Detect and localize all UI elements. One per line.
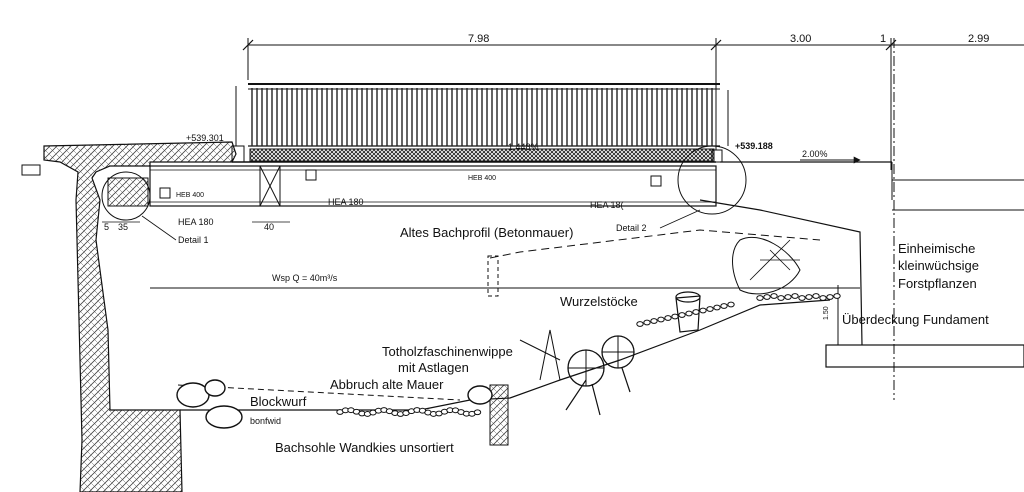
dimension-7-98: 7.98 bbox=[468, 33, 489, 45]
pebble bbox=[692, 309, 700, 315]
pebble bbox=[699, 307, 707, 314]
heb-left-label: HEB 400 bbox=[176, 192, 204, 199]
pebble bbox=[657, 316, 665, 323]
plants-label-1: Einheimische bbox=[898, 241, 975, 256]
heb-center-label: HEB 400 bbox=[468, 175, 496, 182]
deadwood-label-2: mit Astlagen bbox=[398, 360, 469, 375]
dim-40-label: 40 bbox=[264, 222, 274, 232]
pebble bbox=[664, 315, 672, 321]
pebble bbox=[770, 293, 778, 299]
bridge-railing bbox=[235, 83, 729, 147]
foundation-cover-label: Überdeckung Fundament bbox=[842, 312, 989, 327]
left-abutment bbox=[21, 141, 245, 492]
pebble bbox=[713, 304, 721, 311]
pebble bbox=[791, 293, 799, 299]
hea-mid-label: HEA 180 bbox=[328, 197, 364, 207]
old-stream-profile bbox=[177, 229, 821, 446]
pebble bbox=[727, 301, 735, 308]
bridge-deck bbox=[149, 148, 893, 207]
root-stocks bbox=[519, 236, 801, 416]
pebble bbox=[678, 312, 686, 318]
dim-35-label: 35 bbox=[118, 222, 128, 232]
labels: +539.301 +539.188 1.448% 2.00% HEB 400 H… bbox=[102, 133, 989, 455]
pebble bbox=[636, 321, 644, 327]
root-stocks-label: Wurzelstöcke bbox=[560, 294, 638, 309]
hea-left-label: HEA 180 bbox=[178, 217, 214, 227]
stream-bed bbox=[176, 293, 841, 429]
block-rip-label-2: bonfwid bbox=[250, 416, 281, 426]
pebble bbox=[473, 409, 482, 416]
dim-5-label: 5 bbox=[104, 222, 109, 232]
plants-label-2: kleinwüchsige bbox=[898, 258, 979, 273]
pebble bbox=[826, 294, 834, 300]
pebble bbox=[650, 318, 658, 324]
dim-150-label: 1.50 bbox=[823, 306, 830, 320]
road-slope: 2.00% bbox=[802, 149, 828, 159]
pebble bbox=[805, 294, 813, 300]
pebble bbox=[643, 319, 651, 326]
stream-bed-label: Bachsohle Wandkies unsortiert bbox=[275, 440, 454, 455]
pebble bbox=[706, 306, 714, 312]
pebble bbox=[784, 294, 792, 300]
pebble bbox=[763, 294, 771, 300]
hea-right-label: HEA 18( bbox=[590, 200, 624, 210]
pebble bbox=[685, 310, 693, 317]
dimension-3-00: 3.00 bbox=[790, 33, 811, 45]
right-bank bbox=[677, 145, 1024, 368]
block-rip-label: Blockwurf bbox=[250, 394, 307, 409]
dimension-1: 1 bbox=[880, 33, 886, 45]
level-left: +539.301 bbox=[186, 133, 224, 143]
water-level-line: Wsp Q = 40m³/s bbox=[150, 273, 860, 289]
detail-1-label: Detail 1 bbox=[178, 235, 209, 245]
water-level-label: Wsp Q = 40m³/s bbox=[272, 273, 338, 283]
top-dimension-line: 7.98 3.00 1 2.99 bbox=[242, 33, 1024, 400]
pebble bbox=[777, 295, 785, 301]
pebble bbox=[819, 295, 827, 301]
plants-label-3: Forstpflanzen bbox=[898, 276, 977, 291]
pebble bbox=[671, 313, 679, 320]
pebble bbox=[720, 303, 728, 309]
old-profile-label: Altes Bachprofil (Betonmauer) bbox=[400, 225, 573, 240]
demolition-label: Abbruch alte Mauer bbox=[330, 377, 444, 392]
detail-2-label: Detail 2 bbox=[616, 223, 647, 233]
deck-slope: 1.448% bbox=[508, 142, 539, 152]
level-right: +539.188 bbox=[735, 141, 773, 151]
pebble bbox=[812, 293, 820, 299]
pebble bbox=[756, 295, 764, 301]
pebble bbox=[798, 295, 806, 301]
deadwood-label-1: Totholzfaschinenwippe bbox=[382, 344, 513, 359]
dimension-2-99: 2.99 bbox=[968, 33, 989, 45]
pebble bbox=[833, 293, 841, 299]
